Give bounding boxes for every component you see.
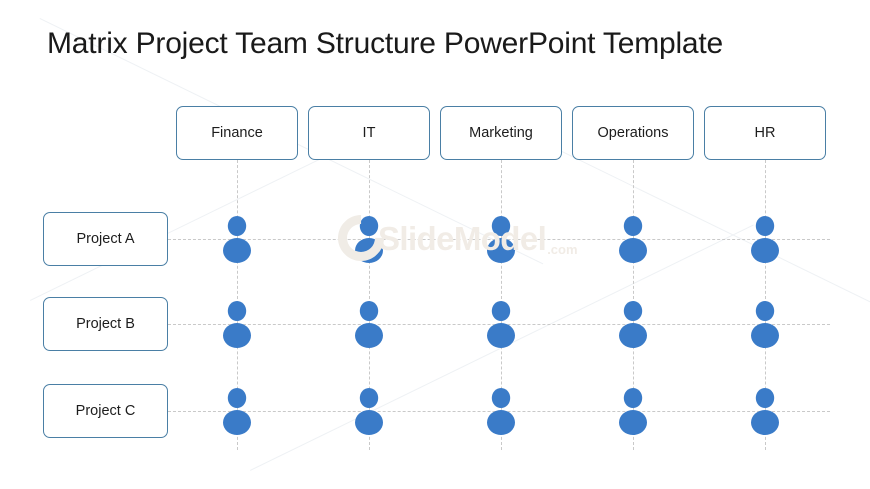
- person-icon: [350, 215, 388, 263]
- person-icon: [218, 300, 256, 348]
- column-header-label: Marketing: [469, 125, 533, 141]
- person-icon: [350, 300, 388, 348]
- watermark-tld: .com: [547, 242, 578, 257]
- row-header-project-a[interactable]: Project A: [43, 212, 168, 266]
- person-icon: [614, 387, 652, 435]
- person-icon: [746, 300, 784, 348]
- row-header-label: Project B: [76, 316, 135, 332]
- person-icon: [218, 215, 256, 263]
- person-icon: [746, 215, 784, 263]
- column-header-label: Operations: [597, 125, 669, 141]
- person-icon: [746, 387, 784, 435]
- column-header-label: HR: [754, 125, 776, 141]
- column-header-marketing[interactable]: Marketing: [440, 106, 562, 160]
- person-icon: [482, 215, 520, 263]
- person-icon: [482, 387, 520, 435]
- column-header-it[interactable]: IT: [308, 106, 430, 160]
- row-header-project-b[interactable]: Project B: [43, 297, 168, 351]
- person-icon: [614, 215, 652, 263]
- person-icon: [614, 300, 652, 348]
- column-header-hr[interactable]: HR: [704, 106, 826, 160]
- decorative-diagonal-line: [559, 150, 870, 340]
- page-title: Matrix Project Team Structure PowerPoint…: [47, 27, 724, 60]
- column-header-label: IT: [362, 125, 376, 141]
- row-header-project-c[interactable]: Project C: [43, 384, 168, 438]
- column-header-label: Finance: [211, 125, 263, 141]
- row-header-label: Project C: [75, 403, 136, 419]
- person-icon: [350, 387, 388, 435]
- watermark-name: SlideModel: [378, 219, 547, 257]
- row-header-label: Project A: [76, 231, 135, 247]
- person-icon: [218, 387, 256, 435]
- column-header-operations[interactable]: Operations: [572, 106, 694, 160]
- person-icon: [482, 300, 520, 348]
- column-header-finance[interactable]: Finance: [176, 106, 298, 160]
